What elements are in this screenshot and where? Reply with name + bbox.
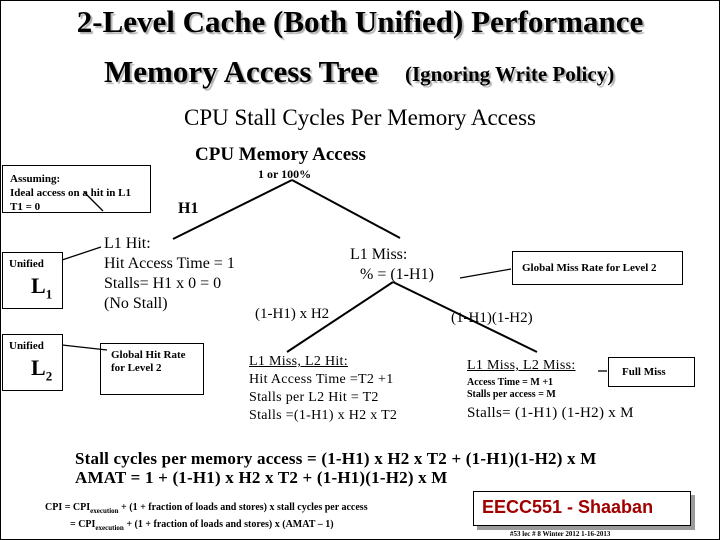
l2-miss-stalls-per: Stalls per access = M (467, 389, 556, 400)
l1-hit-note: (No Stall) (104, 295, 168, 312)
l1-hit-title: L1 Hit: (104, 235, 151, 252)
l1-hit-stalls: Stalls= H1 x 0 = 0 (104, 275, 222, 292)
global-hit-rate-box: Global Hit Rate for Level 2 (100, 343, 204, 395)
branch-label-l2-miss: (1-H1)(1-H2) (451, 310, 533, 326)
slide-subtitle-main: Memory Access Tree (104, 54, 378, 89)
level2-unified-label: Unified (9, 340, 44, 352)
l2-hit-access-time: Hit Access Time =T2 +1 (249, 372, 394, 387)
pointer-l1 (61, 246, 102, 261)
l2-miss-access-time: Access Time = M +1 (467, 377, 554, 388)
slide-title: 2-Level Cache (Both Unified) Performance (76, 4, 644, 39)
level2-label: L2 (31, 355, 53, 384)
assuming-line-3: T1 = 0 (10, 201, 41, 213)
branch-label-h1: H1 (178, 200, 199, 217)
cpi-equations: CPI = CPIexecution + (1 + fraction of lo… (45, 501, 368, 535)
course-badge: EECC551 - Shaaban (473, 491, 691, 526)
l2-hit-title: L1 Miss, L2 Hit: (249, 354, 348, 369)
l1-miss-title: L1 Miss: (350, 246, 408, 263)
assuming-box: Assuming: Ideal access on a hit in L1 T1… (2, 165, 151, 213)
edge-root-to-l1-miss (291, 179, 401, 239)
level1-box: Unified L1 (2, 252, 63, 309)
l1-hit-access-time: Hit Access Time = 1 (104, 255, 235, 272)
full-miss-box: Full Miss (608, 357, 695, 387)
pointer-l2 (61, 344, 108, 351)
l2-hit-stalls-per: Stalls per L2 Hit = T2 (249, 390, 379, 405)
l2-miss-node: L1 Miss, L2 Miss: Access Time = M +1 Sta… (467, 358, 634, 422)
slide-subtitle-note: (Ignoring Write Policy) (405, 62, 615, 86)
level1-unified-label: Unified (9, 258, 44, 270)
root-probability: 1 or 100% (258, 167, 312, 181)
pointer-global-miss (459, 268, 512, 279)
global-hit-rate-line-1: Global Hit Rate (111, 349, 186, 361)
tree-root: CPU Memory Access (195, 144, 366, 165)
slide-footer: #53 lec # 8 Winter 2012 1-16-2013 (510, 530, 611, 538)
edge-l1-miss-to-l2-hit (286, 281, 394, 353)
level1-label: L1 (31, 273, 53, 302)
amat-equation: AMAT = 1 + (1-H1) x H2 x T2 + (1-H1)(1-H… (75, 468, 448, 487)
assuming-line-1: Assuming: (10, 173, 61, 185)
l2-hit-node: L1 Miss, L2 Hit: Hit Access Time =T2 +1 … (249, 353, 397, 425)
l1-miss-percent: % = (1-H1) (360, 266, 434, 283)
l1-miss-node: L1 Miss: % = (1-H1) (350, 245, 434, 285)
global-miss-rate-box: Global Miss Rate for Level 2 (512, 251, 683, 285)
branch-label-l2-hit: (1-H1) x H2 (255, 306, 330, 322)
global-hit-rate-line-2: for Level 2 (111, 362, 162, 374)
stall-cycles-equation: Stall cycles per memory access = (1-H1) … (75, 449, 597, 468)
l2-miss-title: L1 Miss, L2 Miss: (467, 358, 576, 373)
cpi-equation-1: CPI = CPIexecution + (1 + fraction of lo… (45, 502, 368, 515)
l2-miss-details: Access Time = M +1 Stalls per access = M (467, 377, 634, 401)
edge-l1-miss-to-l2-miss (392, 281, 538, 353)
edge-root-to-l1-hit (172, 179, 293, 240)
assuming-line-2: Ideal access on a hit in L1 (10, 187, 132, 199)
l2-hit-stalls: Stalls =(1-H1) x H2 x T2 (249, 408, 398, 423)
l2-miss-stalls: Stalls= (1-H1) (1-H2) x M (467, 405, 634, 421)
slide-heading: CPU Stall Cycles Per Memory Access (184, 105, 536, 130)
pointer-assuming (83, 191, 104, 212)
l1-hit-node: L1 Hit: Hit Access Time = 1 Stalls= H1 x… (104, 234, 235, 314)
cpi-equation-2: = CPIexecution + (1 + fraction of loads … (70, 519, 334, 532)
level2-box: Unified L2 (2, 334, 63, 391)
